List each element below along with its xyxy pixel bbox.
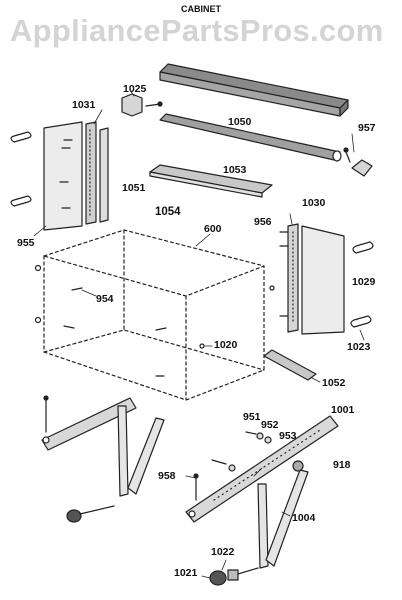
label-957: 957 (358, 122, 376, 134)
leader-lines (33, 89, 365, 579)
left-side-panel (43, 121, 109, 231)
label-953: 953 (279, 430, 297, 442)
label-1020: 1020 (214, 339, 238, 351)
bar-1052 (263, 349, 317, 381)
label-1031: 1031 (72, 99, 96, 111)
right-side-panel (279, 223, 345, 335)
label-600: 600 (204, 223, 222, 235)
label-1029: 1029 (352, 276, 376, 288)
clips-955 (10, 131, 32, 207)
clips-1023 (350, 241, 374, 328)
label-918: 918 (333, 459, 351, 471)
tube-rail-1053 (159, 113, 342, 162)
label-1050: 1050 (228, 116, 252, 128)
label-1021: 1021 (174, 567, 198, 579)
label-1023: 1023 (347, 341, 371, 353)
slat-1054 (149, 164, 273, 198)
site-watermark: AppliancePartsPros.com (10, 13, 384, 48)
bracket-1025 (121, 93, 163, 117)
diagram-title: CABINET (181, 4, 221, 14)
cabinet-screws (34, 264, 275, 377)
label-1025: 1025 (123, 83, 147, 95)
label-958: 958 (158, 470, 176, 482)
label-1053: 1053 (223, 164, 247, 176)
right-frame (185, 415, 339, 586)
label-954: 954 (96, 293, 114, 305)
hardware-set (211, 431, 304, 472)
cabinet-600 (43, 229, 265, 401)
left-frame (41, 395, 165, 523)
label-1004: 1004 (292, 512, 316, 524)
label-955: 955 (17, 237, 35, 249)
label-952: 952 (261, 419, 279, 431)
label-1052: 1052 (322, 377, 346, 389)
label-1054: 1054 (155, 206, 181, 218)
label-1001: 1001 (331, 404, 355, 416)
label-951: 951 (243, 411, 261, 423)
label-956: 956 (254, 216, 272, 228)
bracket-957 (343, 147, 373, 177)
label-1022: 1022 (211, 546, 235, 558)
label-1051: 1051 (122, 182, 146, 194)
top-rail-1050 (159, 63, 349, 117)
label-1030: 1030 (302, 197, 326, 209)
